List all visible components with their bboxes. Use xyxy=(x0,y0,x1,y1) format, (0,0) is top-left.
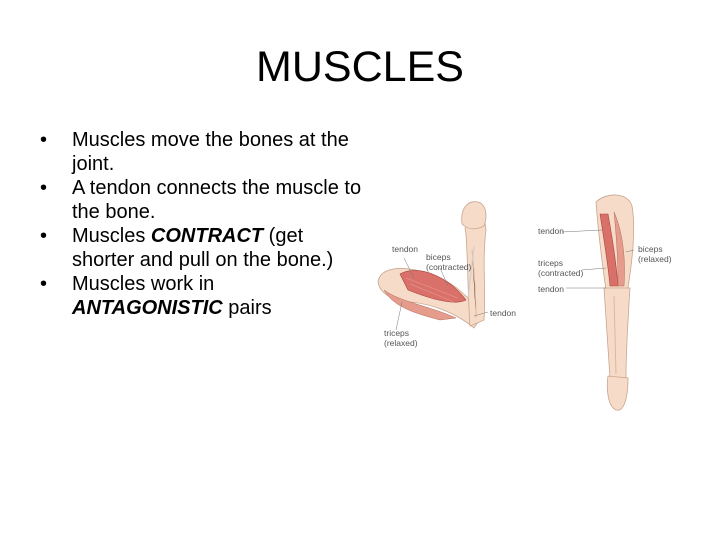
bullet-marker: • xyxy=(40,225,48,247)
label-triceps: triceps xyxy=(384,328,409,338)
bullet-marker: • xyxy=(40,177,48,199)
label-tendon: tendon xyxy=(538,226,564,236)
bullet-text: (get shorter and pull on the bone.) xyxy=(72,225,334,271)
arm-muscles-diagram: tendon biceps (contracted) tendon tricep… xyxy=(370,190,700,420)
bullet-text: A tendon connects the muscle to the bone… xyxy=(72,177,362,223)
bullet-emphasis: ANTAGONISTIC xyxy=(72,297,223,319)
slide-title: MUSCLES xyxy=(256,43,464,91)
bullet-marker: • xyxy=(40,273,48,295)
label-triceps: triceps xyxy=(538,258,563,268)
bullet-list: • Muscles move the bones at the joint. •… xyxy=(40,128,370,320)
label-biceps: biceps xyxy=(638,244,663,254)
bullet-text: Muscles move the bones at the joint. xyxy=(72,129,349,175)
straight-arm-illustration: tendon triceps (contracted) tendon bicep… xyxy=(538,194,672,411)
bullet-marker: • xyxy=(40,129,48,151)
label-biceps: biceps xyxy=(426,252,451,262)
label-triceps-state: (contracted) xyxy=(538,268,584,278)
label-tendon: tendon xyxy=(392,244,418,254)
bullet-item: • Muscles work in ANTAGONISTIC pairs xyxy=(40,272,370,320)
bullet-item: • A tendon connects the muscle to the bo… xyxy=(40,176,370,224)
bullet-item: • Muscles move the bones at the joint. xyxy=(40,128,370,176)
label-tendon: tendon xyxy=(538,284,564,294)
bent-arm-illustration: tendon biceps (contracted) tendon tricep… xyxy=(377,201,516,348)
bullet-text: Muscles work in xyxy=(72,273,215,295)
label-biceps-state: (relaxed) xyxy=(638,254,672,264)
label-biceps-state: (contracted) xyxy=(426,262,472,272)
label-triceps-state: (relaxed) xyxy=(384,338,418,348)
label-tendon: tendon xyxy=(490,308,516,318)
bullet-emphasis: CONTRACT xyxy=(150,225,264,247)
bullet-item: • Muscles CONTRACT (get shorter and pull… xyxy=(40,224,370,272)
bullet-text: pairs xyxy=(222,297,272,319)
bullet-text: Muscles xyxy=(72,225,151,247)
